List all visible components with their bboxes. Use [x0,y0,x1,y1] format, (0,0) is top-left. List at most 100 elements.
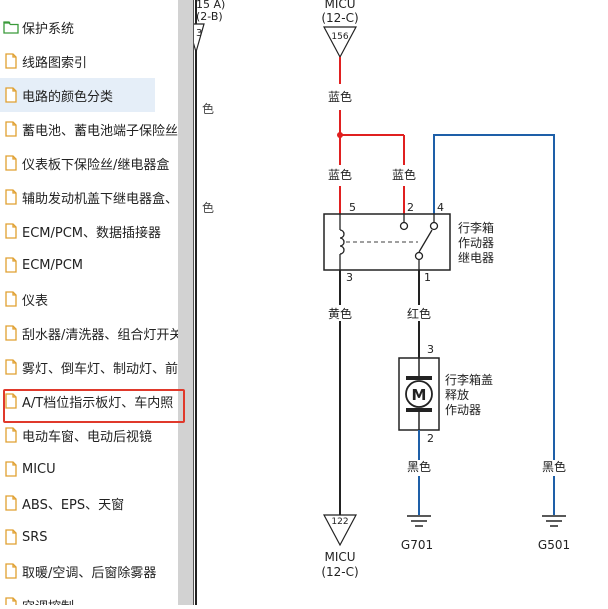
wire-color-yellow: 黄色 [328,307,352,321]
sidebar-item-label: 蓄电池、蓄电池端子保险丝 [22,123,179,139]
sidebar-item[interactable]: SRS [0,520,186,554]
relay-pin-5: 5 [349,201,356,214]
sidebar-item-label: 取暖/空调、后窗除雾器 [22,565,157,581]
red-wires [339,57,405,214]
document-icon [0,257,22,273]
sidebar-item-label: ABS、EPS、天窗 [22,497,125,513]
left-wire-color-1: 色 [202,102,214,116]
motor-label-line1: 行李箱盖 [445,372,493,387]
trunk-actuator-relay: 5 2 4 3 1 行李箱 作动器 继电器 [323,201,494,284]
document-icon [0,87,22,103]
circuit-index-sidebar: 保护系统线路图索引电路的颜色分类蓄电池、蓄电池端子保险丝仪表板下保险丝/继电器盒… [0,0,186,605]
document-icon [0,53,22,69]
top-connector-name: MICU [324,0,355,11]
sidebar-item[interactable]: 线路图索引 [0,44,186,78]
sidebar-item-label: 电动车窗、电动后视镜 [22,429,153,445]
sidebar-item[interactable]: 取暖/空调、后窗除雾器 [0,554,186,588]
document-icon [0,189,22,205]
motor-symbol: M [412,386,427,404]
sidebar-item[interactable]: ABS、EPS、天窗 [0,486,186,520]
motor-pin-3: 3 [427,343,434,356]
relay-label-line1: 行李箱 [458,220,494,235]
sidebar-item-label: 仪表 [22,293,49,309]
sidebar-item-label: A/T档位指示板灯、车内照 [22,395,174,411]
splice-point [337,132,343,138]
sidebar-item-label: ECM/PCM、数据插接器 [22,225,162,241]
wire-color-black-motor: 黑色 [407,460,431,474]
wire-color-red: 红色 [407,306,431,321]
ground-g501-icon [542,515,566,527]
sidebar-item[interactable]: 雾灯、倒车灯、制动灯、前 [0,350,186,384]
document-icon [0,325,22,341]
ground-g701-label: G701 [401,538,433,552]
sidebar-item[interactable]: 仪表 [0,282,186,316]
motor-pin-2: 2 [427,432,434,445]
sidebar-item[interactable]: 保护系统 [0,10,186,44]
document-icon [0,359,22,375]
relay-label-line3: 继电器 [458,251,494,265]
relay-pin-2: 2 [407,201,414,214]
wire-color-blue-top: 蓝色 [328,90,352,104]
left-fuse-label: 15 A) [196,0,225,11]
sidebar-item-label: 仪表板下保险丝/继电器盒 [22,157,170,173]
bottom-connector-pin: 122 [331,517,348,527]
sidebar-item-label: SRS [22,529,48,545]
ground-g701-icon [407,515,431,527]
wire-color-blue-mid: 蓝色 [392,168,416,182]
wire-color-blue-left: 蓝色 [328,168,352,182]
left-fuse-ref: (2-B) [196,10,223,23]
folder-icon [0,20,22,34]
sidebar-item-label: 刮水器/清洗器、组合灯开关 [22,327,183,343]
document-icon [0,563,22,579]
left-connector-fragment: 15 A) (2-B) 3 色 色 [187,0,225,605]
ground-g501-label: G501 [538,538,570,552]
document-icon [0,597,22,605]
sidebar-item[interactable]: 电路的颜色分类 [0,78,155,112]
sidebar-item[interactable]: MICU [0,452,186,486]
relay-pin-1: 1 [424,271,431,284]
document-icon [0,427,22,443]
sidebar-item-label: 线路图索引 [22,55,88,71]
relay-pin-4: 4 [437,201,444,214]
sidebar-item[interactable]: 电动车窗、电动后视镜 [0,418,186,452]
splitter-border [193,0,194,605]
relay-label-line2: 作动器 [458,236,494,250]
document-icon [0,121,22,137]
blue-wire [418,134,555,515]
document-icon [0,223,22,239]
top-connector-pin: 156 [331,32,348,42]
bottom-connector-ref: (12-C) [321,565,358,579]
sidebar-item[interactable]: A/T档位指示板灯、车内照 [0,384,186,418]
document-icon [0,291,22,307]
motor-label-line3: 作动器 [445,403,481,417]
document-icon [0,155,22,171]
trunk-lid-release-actuator: 3 2 M 行李箱盖 释放 作动器 [398,343,493,445]
sidebar-item[interactable]: 仪表板下保险丝/继电器盒 [0,146,186,180]
document-icon [0,529,22,545]
document-icon [0,393,22,409]
left-wire-color-2: 色 [202,201,214,215]
sidebar-item-label: 电路的颜色分类 [22,89,114,105]
sidebar-item[interactable]: 刮水器/清洗器、组合灯开关 [0,316,186,350]
wiring-diagram: 15 A) (2-B) 3 色 色 MICU (12-C) 156 蓝色 蓝色 … [187,0,608,605]
sidebar-item[interactable]: 空调控制 [0,588,186,605]
document-icon [0,495,22,511]
wire-color-black-right: 黑色 [542,460,566,474]
sidebar-item-label: 辅助发动机盖下继电器盒、 [22,191,179,207]
sidebar-item[interactable]: ECM/PCM [0,248,186,282]
sidebar-item-label: 保护系统 [22,21,75,37]
sidebar-item-label: 雾灯、倒车灯、制动灯、前 [22,361,179,377]
sidebar-item-label: ECM/PCM [22,257,84,273]
sidebar-item-label: MICU [22,461,56,477]
motor-icon [405,380,433,408]
sidebar-item[interactable]: 蓄电池、蓄电池端子保险丝 [0,112,186,146]
motor-label-line2: 释放 [445,387,469,402]
left-pin-label: 3 [196,28,202,39]
top-connector-ref: (12-C) [321,11,358,25]
relay-pin-3: 3 [346,271,353,284]
bottom-connector-symbol [323,514,357,547]
sidebar-item[interactable]: 辅助发动机盖下继电器盒、 [0,180,186,214]
sidebar-item[interactable]: ECM/PCM、数据插接器 [0,214,186,248]
splitter-handle[interactable] [178,0,194,605]
bottom-connector-name: MICU [324,550,355,564]
